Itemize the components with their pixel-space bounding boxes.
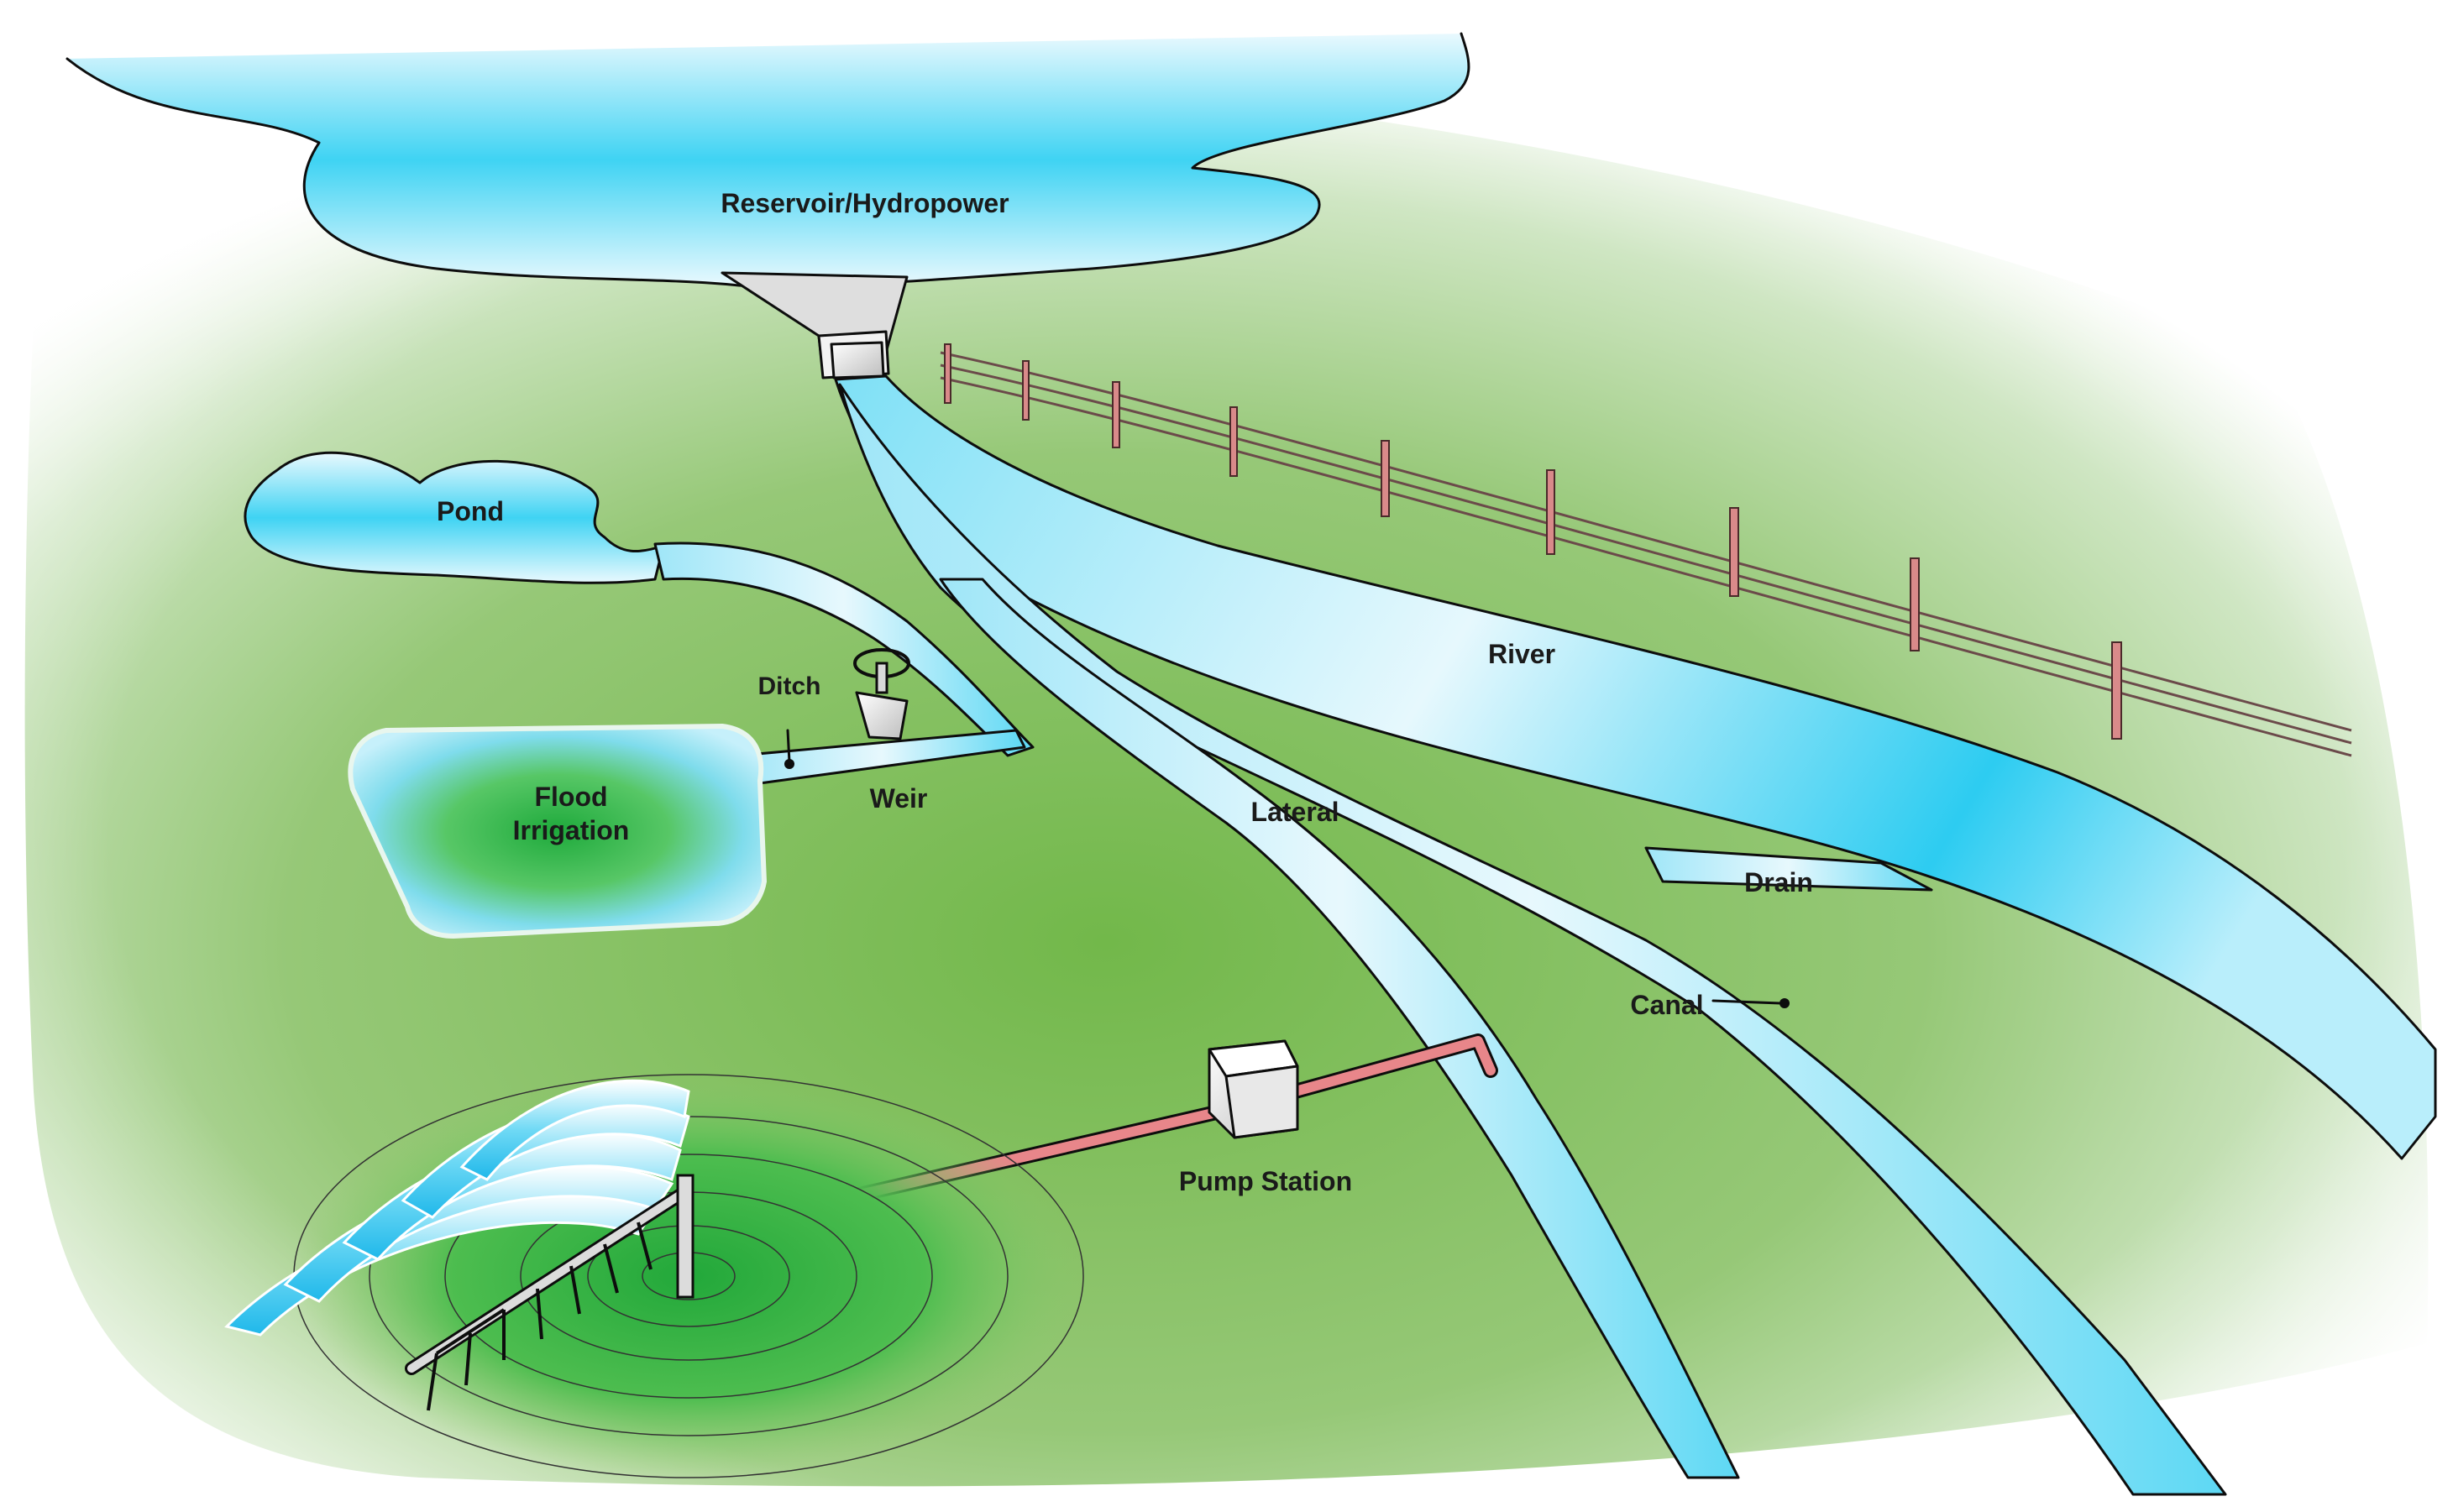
flood-label-line2: Irrigation xyxy=(513,815,630,845)
river-label: River xyxy=(1488,639,1555,669)
weir-label: Weir xyxy=(870,783,928,814)
flood-label-line1: Flood xyxy=(534,782,607,812)
sprinkler-spray xyxy=(224,1079,690,1337)
drain-label: Drain xyxy=(1744,867,1813,897)
pump-station xyxy=(1208,1039,1299,1139)
reservoir-label: Reservoir/Hydropower xyxy=(721,188,1009,218)
pump-station-label: Pump Station xyxy=(1179,1166,1352,1196)
power-poles xyxy=(944,343,2122,740)
drain xyxy=(1644,846,1933,892)
weir xyxy=(853,648,910,740)
ditch-label: Ditch xyxy=(758,672,821,700)
reservoir xyxy=(66,32,1470,288)
pond-label: Pond xyxy=(437,496,504,526)
flood-irrigation-field xyxy=(348,723,768,939)
lateral-label: Lateral xyxy=(1251,797,1339,827)
canal-label: Canal xyxy=(1630,990,1703,1020)
river xyxy=(834,374,2437,1160)
lateral xyxy=(939,578,1740,1479)
center-pivot-arm xyxy=(405,1174,694,1411)
pond xyxy=(244,451,665,584)
power-line xyxy=(940,351,2352,757)
